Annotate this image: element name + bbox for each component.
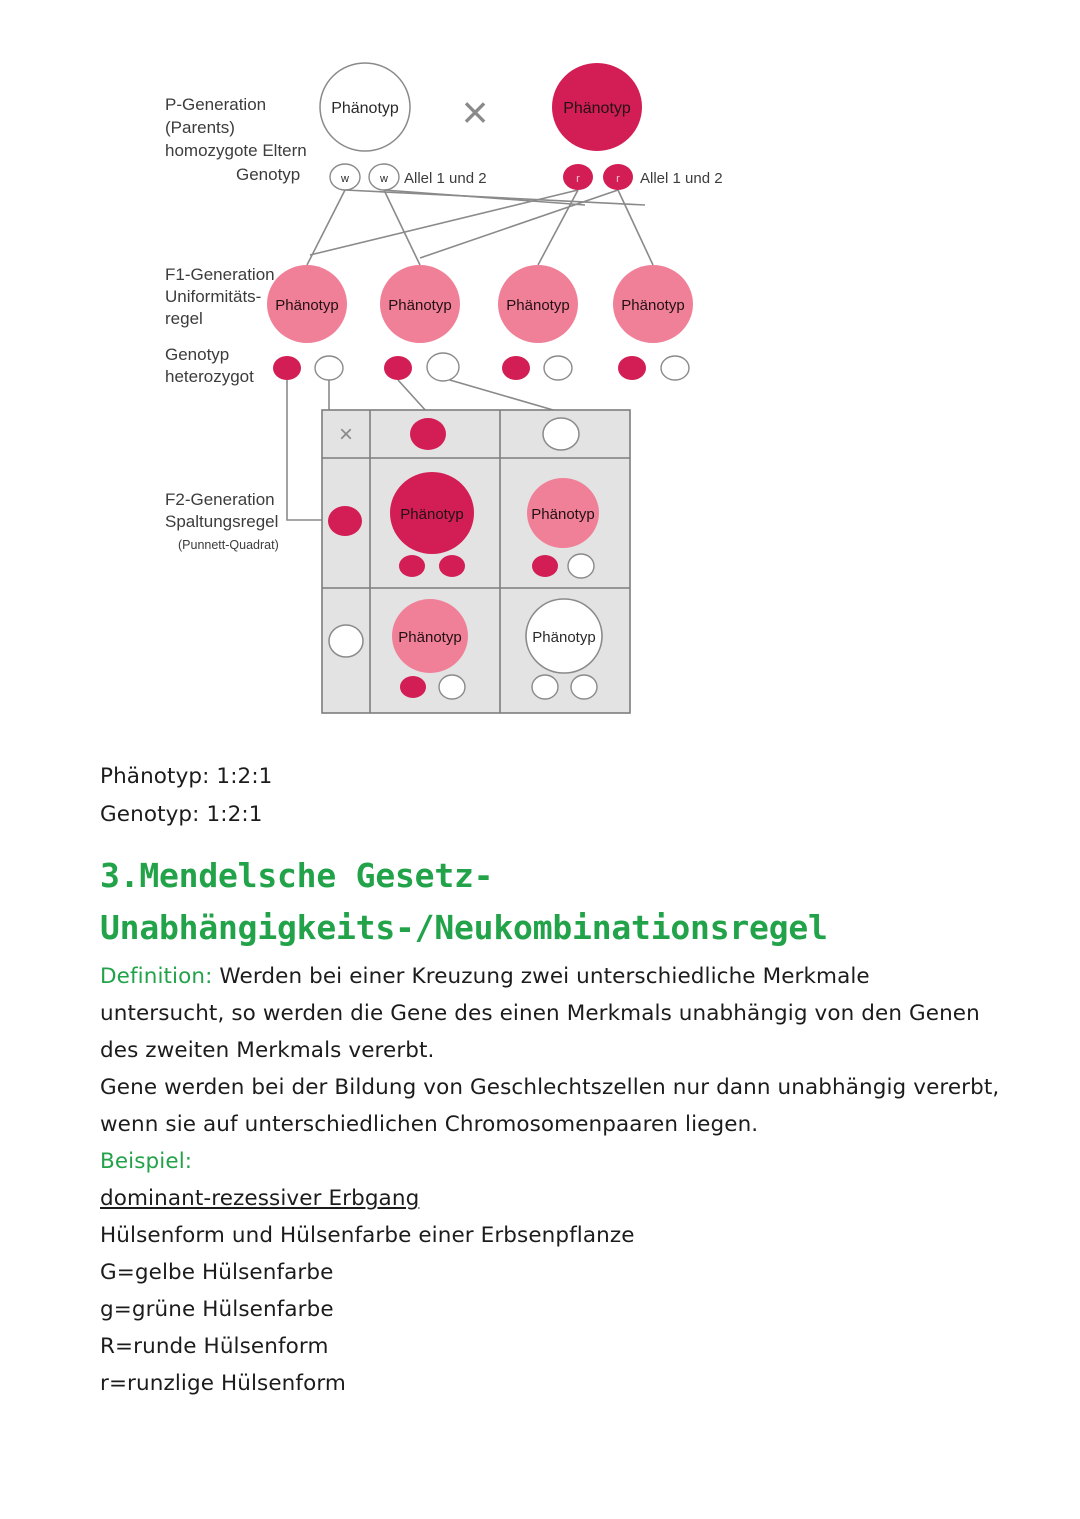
f1-offspring-3-allele-dominant (502, 356, 530, 380)
allele-right-1-circle (563, 164, 593, 190)
f1-offspring-2-phenotype-circle (380, 265, 460, 343)
punnett-row-header-1 (328, 506, 362, 536)
definition-paragraph: Definition: Werden bei einer Kreuzung zw… (100, 958, 1000, 1069)
punnett-square: × Phänotyp Phänotyp Phänotyp P (321, 409, 631, 714)
f2-punnett-subnote: (Punnett-Quadrat) (178, 538, 279, 552)
f1-offspring-2-allele-recessive (426, 352, 460, 382)
punnett-cell-22-allele-2 (570, 674, 598, 700)
allele-right-2-label: r (616, 173, 620, 185)
inheritance-diagram: P-Generation (Parents) homozygote Eltern… (0, 0, 1080, 745)
f1-generation-label-line3: regel (165, 309, 203, 328)
allele-left-1-circle (329, 163, 361, 191)
example-subtitle: dominant-rezessiver Erbgang (100, 1186, 420, 1211)
punnett-cell-11-phenotype-circle (390, 472, 474, 554)
second-paragraph: Gene werden bei der Bildung von Geschlec… (100, 1075, 1000, 1137)
p-generation-label-line3: homozygote Eltern (165, 141, 307, 160)
punnett-cell-21-allele-1 (400, 676, 426, 698)
parent-left-phenotype-label: Phänotyp (331, 100, 399, 117)
punnett-cell-12-allele-2 (567, 553, 595, 579)
punnett-cell-11-phenotype-label: Phänotyp (400, 506, 463, 523)
section-heading: 3.Mendelsche Gesetz- Unabhängigkeits-/Ne… (100, 856, 828, 947)
parent-left-phenotype-circle (319, 62, 411, 152)
f1-generation-label-line1: F1-Generation (165, 265, 275, 284)
example-line-2: g=grüne Hülsenfarbe (100, 1297, 334, 1322)
punnett-cell-12-allele-1 (532, 555, 558, 577)
f1-offspring-2-phenotype-label: Phänotyp (388, 297, 451, 314)
allele-right-1-label: r (576, 173, 580, 185)
punnett-cell-11-allele-1 (399, 555, 425, 577)
f1-offspring-1-phenotype-label: Phänotyp (275, 297, 338, 314)
punnett-cell-21-phenotype-circle (392, 599, 468, 673)
punnett-cell-11-allele-2 (439, 555, 465, 577)
notes-body: Phänotyp: 1:2:1 Genotyp: 1:2:1 3.Mendels… (100, 758, 1000, 1402)
punnett-cell-22-phenotype-label: Phänotyp (532, 629, 595, 646)
example-line-0: Hülsenform und Hülsenfarbe einer Erbsenp… (100, 1223, 635, 1248)
allele-left-caption: Allel 1 und 2 (404, 170, 487, 187)
punnett-cell-21-phenotype-label: Phänotyp (398, 629, 461, 646)
f1-generation-label-line2: Uniformitäts- (165, 287, 261, 306)
f1-offspring-1-allele-dominant (273, 356, 301, 380)
phaenotyp-ratio-line: Phänotyp: 1:2:1 (100, 764, 273, 789)
definition-label: Definition: (100, 964, 213, 989)
punnett-row-header-2 (328, 624, 364, 658)
f1-offspring-4-allele-dominant (618, 356, 646, 380)
inheritance-diagram-svg: P-Generation (Parents) homozygote Eltern… (165, 62, 723, 714)
punnett-cell-22-phenotype-circle (525, 598, 603, 674)
p-genotyp-label: Genotyp (236, 165, 300, 184)
example-line-3: R=runde Hülsenform (100, 1334, 329, 1359)
punnett-column-header-1 (410, 418, 446, 450)
allele-right-2-circle (603, 164, 633, 190)
f1-offspring-4-phenotype-circle (613, 265, 693, 343)
p-generation-label-line2: (Parents) (165, 118, 235, 137)
p-generation-label-line1: P-Generation (165, 95, 266, 114)
allele-left-1-label: w (340, 173, 349, 185)
p-generation-group: P-Generation (Parents) homozygote Eltern… (165, 62, 723, 191)
punnett-cell-12-phenotype-circle (527, 478, 599, 548)
f1-offspring-4-allele-recessive (660, 355, 690, 381)
f1-offspring-4-phenotype-label: Phänotyp (621, 297, 684, 314)
allele-left-2-label: w (379, 173, 388, 185)
f1-offspring-3-phenotype-circle (498, 265, 578, 343)
f1-genotyp-label-line1: Genotyp (165, 345, 229, 364)
f2-generation-labels: F2-Generation Spaltungsregel (Punnett-Qu… (165, 490, 279, 552)
example-line-1: G=gelbe Hülsenfarbe (100, 1260, 334, 1285)
allele-right-caption: Allel 1 und 2 (640, 170, 723, 187)
f1-offspring-1-phenotype-circle (267, 265, 347, 343)
genotyp-ratio-line: Genotyp: 1:2:1 (100, 802, 263, 827)
punnett-cell-22-allele-1 (531, 674, 559, 700)
punnett-cell-12-phenotype-label: Phänotyp (531, 506, 594, 523)
f1-offspring-3-allele-recessive (543, 355, 573, 381)
allele-to-f1-connectors (306, 189, 654, 266)
punnett-corner-cross-icon: × (339, 421, 353, 448)
example-line-4: r=runzlige Hülsenform (100, 1371, 346, 1396)
parent-right-phenotype-label: Phänotyp (563, 100, 631, 117)
f1-genotyp-label-line2: heterozygot (165, 367, 254, 386)
example-label: Beispiel: (100, 1149, 193, 1174)
f1-generation-group: F1-Generation Uniformitäts- regel Genoty… (165, 265, 693, 386)
punnett-cell-21-allele-2 (438, 674, 466, 700)
definition-text: Werden bei einer Kreuzung zwei unterschi… (100, 964, 980, 1063)
p-generation-cross-icon: × (462, 86, 489, 138)
punnett-column-header-2 (542, 417, 580, 451)
f1-offspring-1-allele-recessive (314, 355, 344, 381)
f2-generation-label-line1: F2-Generation (165, 490, 275, 509)
f2-generation-label-line2: Spaltungsregel (165, 512, 278, 531)
parent-right-phenotype-circle (552, 63, 642, 151)
punnett-grid-lines (322, 410, 630, 713)
allele-left-2-circle (368, 163, 400, 191)
f1-offspring-2-allele-dominant (384, 356, 412, 380)
f1-offspring-3-phenotype-label: Phänotyp (506, 297, 569, 314)
